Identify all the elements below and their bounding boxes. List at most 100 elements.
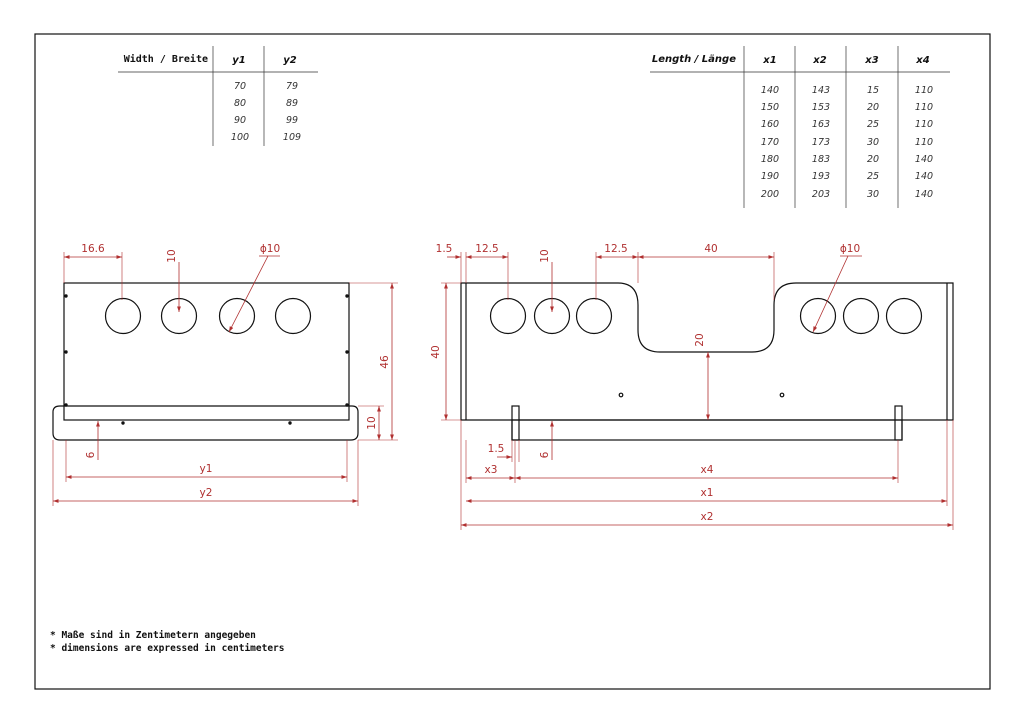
length-col-x4: x4 <box>915 55 929 66</box>
front-dim-x4: x4 <box>701 464 714 476</box>
front-dim-right-gap: 12.5 <box>604 243 627 255</box>
length-col-x3: x3 <box>864 55 878 66</box>
svg-text:100: 100 <box>231 132 249 143</box>
side-dim-height: 46 <box>379 355 391 369</box>
side-hole <box>218 297 256 335</box>
svg-text:25: 25 <box>867 119 879 130</box>
side-dim-diameter: ϕ10 <box>260 243 280 255</box>
width-table-header: Width / Breite <box>124 53 208 65</box>
svg-text:143: 143 <box>812 85 830 96</box>
svg-text:180: 180 <box>761 154 779 165</box>
svg-text:80: 80 <box>234 98 246 109</box>
length-col-x2: x2 <box>812 55 826 66</box>
svg-text:140: 140 <box>915 154 933 165</box>
svg-text:193: 193 <box>812 171 830 182</box>
front-dim-left-gap: 12.5 <box>475 243 498 255</box>
front-view-foot <box>894 405 903 441</box>
svg-text:140: 140 <box>915 189 933 200</box>
side-fastener-dots <box>64 294 349 425</box>
svg-text:110: 110 <box>915 119 933 130</box>
side-dim-y1: y1 <box>200 463 213 475</box>
svg-text:30: 30 <box>867 137 879 148</box>
front-dim-height: 40 <box>430 345 442 358</box>
svg-text:200: 200 <box>761 189 779 200</box>
length-table-row: 180 183 20 140 <box>761 154 933 165</box>
svg-text:20: 20 <box>867 102 879 113</box>
width-table-row: 100 109 <box>231 132 301 143</box>
front-dim-x2: x2 <box>701 511 714 523</box>
svg-text:79: 79 <box>286 81 298 92</box>
width-table-row: 90 99 <box>234 115 298 126</box>
svg-text:160: 160 <box>761 119 779 130</box>
svg-text:153: 153 <box>812 102 830 113</box>
svg-text:110: 110 <box>915 85 933 96</box>
svg-text:90: 90 <box>234 115 246 126</box>
side-dim-base: 10 <box>366 416 378 429</box>
side-dim-offset: 16.6 <box>81 243 105 255</box>
front-dim-diameter: ϕ10 <box>840 243 860 255</box>
note-de: * Maße sind in Zentimetern angegeben <box>50 630 256 641</box>
svg-text:15: 15 <box>867 85 879 96</box>
front-view: 1.5 12.5 10 12.5 40 ϕ10 40 20 1.5 <box>430 243 954 530</box>
svg-text:110: 110 <box>915 137 933 148</box>
length-table-header: Length / Länge <box>652 54 736 65</box>
svg-text:190: 190 <box>761 171 779 182</box>
front-view-foot <box>511 405 520 441</box>
svg-text:163: 163 <box>812 119 830 130</box>
svg-text:173: 173 <box>812 137 830 148</box>
svg-text:70: 70 <box>234 81 246 92</box>
front-hole <box>489 297 527 335</box>
sheet-border <box>34 33 991 690</box>
front-dim-x3: x3 <box>485 464 498 476</box>
front-hole <box>885 297 923 335</box>
width-table-row: 80 89 <box>234 98 298 109</box>
svg-text:99: 99 <box>286 115 298 126</box>
svg-text:89: 89 <box>286 98 298 109</box>
side-dim-y2: y2 <box>200 487 213 499</box>
side-view-base <box>52 405 359 441</box>
svg-text:30: 30 <box>867 189 879 200</box>
svg-text:140: 140 <box>761 85 779 96</box>
length-table-row: 200 203 30 140 <box>761 189 933 200</box>
notes: * Maße sind in Zentimetern angegeben * d… <box>50 630 285 654</box>
front-view-panel <box>460 282 954 421</box>
front-dim-x1: x1 <box>701 487 714 499</box>
front-hole <box>575 297 613 335</box>
svg-text:203: 203 <box>812 189 830 200</box>
svg-text:150: 150 <box>761 102 779 113</box>
side-view: 16.6 10 ϕ10 46 10 6 y1 y2 <box>52 243 398 506</box>
front-dim-edge: 1.5 <box>436 243 453 255</box>
length-table-row: 170 173 30 110 <box>761 137 933 148</box>
side-hole <box>274 297 312 335</box>
note-en: * dimensions are expressed in centimeter… <box>50 643 285 654</box>
width-col-y2: y2 <box>283 55 297 66</box>
length-table-row: 160 163 25 110 <box>761 119 933 130</box>
front-dim-hole-top: 10 <box>539 249 551 262</box>
side-view-panel <box>63 282 350 421</box>
side-dim-hole-top: 10 <box>166 249 178 262</box>
length-table-row: 140 143 15 110 <box>761 85 933 96</box>
width-col-y1: y1 <box>232 55 245 66</box>
svg-text:20: 20 <box>867 154 879 165</box>
width-table: Width / Breite y1 y2 70 79 80 89 90 99 1… <box>118 46 318 146</box>
front-view-rail <box>511 419 903 441</box>
side-hole <box>104 297 142 335</box>
front-dim-lip: 6 <box>539 451 551 458</box>
svg-text:25: 25 <box>867 171 879 182</box>
side-dim-lip: 6 <box>85 451 97 458</box>
svg-text:109: 109 <box>283 132 301 143</box>
front-dim-cutout-width: 40 <box>704 243 717 255</box>
front-hole <box>842 297 880 335</box>
width-table-row: 70 79 <box>234 81 298 92</box>
svg-text:140: 140 <box>915 171 933 182</box>
length-col-x1: x1 <box>762 55 776 66</box>
length-table: Length / Länge x1 x2 x3 x4 140 143 15 11… <box>650 46 950 208</box>
front-dim-cutout-depth: 20 <box>694 333 706 346</box>
svg-text:170: 170 <box>761 137 779 148</box>
length-table-row: 190 193 25 140 <box>761 171 933 182</box>
svg-text:110: 110 <box>915 102 933 113</box>
front-dim-foot: 1.5 <box>488 443 505 455</box>
svg-text:183: 183 <box>812 154 830 165</box>
front-hole <box>799 297 837 335</box>
